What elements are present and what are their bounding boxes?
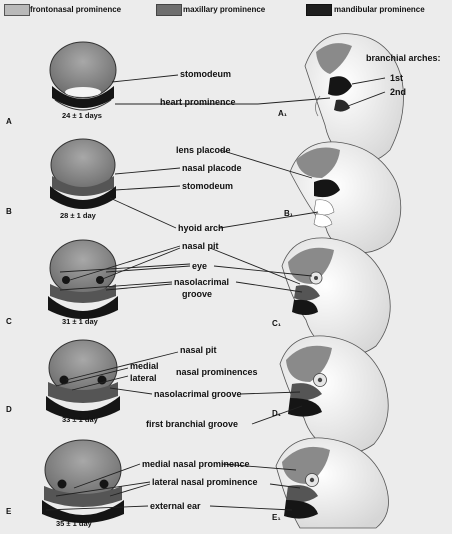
label-lateral: lateral <box>130 374 157 383</box>
frontal-view-a <box>50 42 116 110</box>
label-second-arch: 2nd <box>390 88 406 97</box>
row-letter-e: E <box>6 508 11 516</box>
label-hyoid-arch: hyoid arch <box>178 224 224 233</box>
side-letter-d: D₁ <box>272 410 281 418</box>
side-letter-b: B₁ <box>284 210 293 218</box>
label-stomodeum-b: stomodeum <box>182 182 233 191</box>
label-groove-c: groove <box>182 290 212 299</box>
row-letter-d: D <box>6 406 12 414</box>
lateral-view-b <box>290 142 401 253</box>
age-label-d: 33 ± 1 day <box>62 416 98 424</box>
label-first-branchial-groove: first branchial groove <box>146 420 238 429</box>
lateral-view-e <box>276 438 389 528</box>
side-letter-a: A₁ <box>278 110 287 118</box>
label-nasolacrimal-groove-d: nasolacrimal groove <box>154 390 242 399</box>
row-letter-c: C <box>6 318 12 326</box>
row-letter-b: B <box>6 208 12 216</box>
label-medial: medial <box>130 362 159 371</box>
label-lateral-nasal-prominence: lateral nasal prominence <box>152 478 258 487</box>
label-nasolacrimal-c: nasolacrimal <box>174 278 229 287</box>
label-stomodeum-a: stomodeum <box>180 70 231 79</box>
label-nasal-prominences: nasal prominences <box>176 368 258 377</box>
row-letter-a: A <box>6 118 12 126</box>
label-medial-nasal-prominence: medial nasal prominence <box>142 460 250 469</box>
label-eye: eye <box>192 262 207 271</box>
label-external-ear: external ear <box>150 502 201 511</box>
frontal-view-c <box>48 240 118 319</box>
label-nasal-placode: nasal placode <box>182 164 242 173</box>
age-label-a: 24 ± 1 days <box>62 112 102 120</box>
label-nasal-pit-c: nasal pit <box>182 242 219 251</box>
label-heart-prominence: heart prominence <box>160 98 236 107</box>
frontal-view-b <box>50 139 116 209</box>
label-nasal-pit-d: nasal pit <box>180 346 217 355</box>
age-label-c: 31 ± 1 day <box>62 318 98 326</box>
age-label-b: 28 ± 1 day <box>60 212 96 220</box>
age-label-e: 35 ± 1 day <box>56 520 92 528</box>
frontal-view-d <box>46 340 120 420</box>
side-letter-c: C₁ <box>272 320 281 328</box>
label-lens-placode: lens placode <box>176 146 231 155</box>
frontal-view-e <box>42 440 124 523</box>
lateral-view-d <box>280 336 388 453</box>
label-branchial-arches: branchial arches: <box>366 54 441 63</box>
label-first-arch: 1st <box>390 74 403 83</box>
side-letter-e: E₁ <box>272 514 281 522</box>
